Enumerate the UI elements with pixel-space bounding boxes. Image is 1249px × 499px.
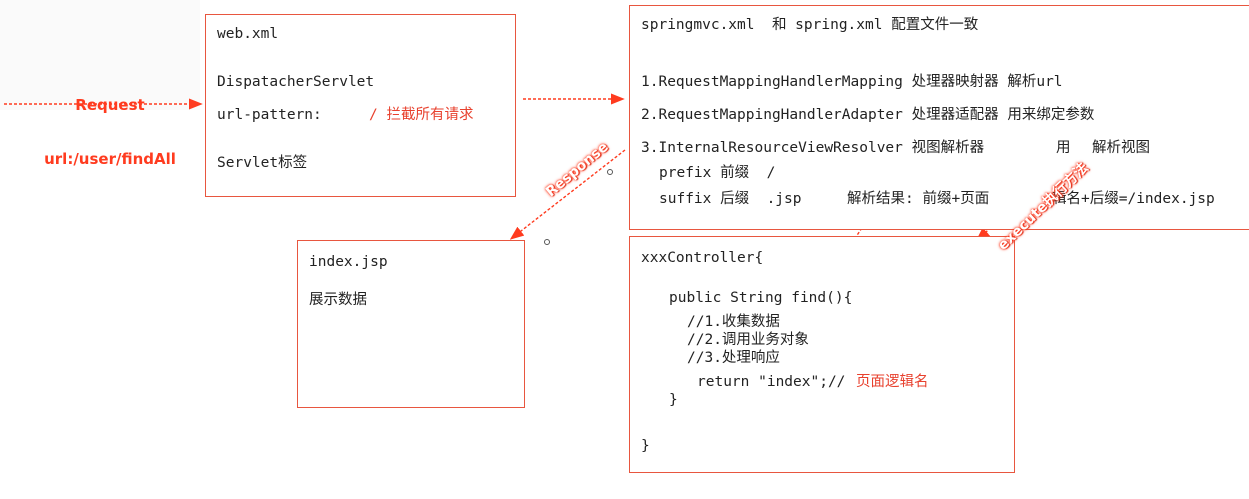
resolve-result-a: 解析结果: 前缀+页面 <box>847 191 990 207</box>
url-pattern-value: / 拦截所有请求 <box>369 107 474 123</box>
response-arrow <box>509 149 626 240</box>
request-label: Request url:/user/findAll <box>20 60 200 186</box>
web-xml-title: web.xml <box>217 26 279 42</box>
prefix-line: prefix 前缀 / <box>659 165 776 181</box>
web-xml-box: web.xml DispatacherServlet url-pattern: … <box>205 14 516 197</box>
method-close: } <box>669 392 678 408</box>
method-signature: public String find(){ <box>669 290 853 306</box>
dot-mark <box>544 239 550 245</box>
comment-respond: //3.处理响应 <box>687 350 780 366</box>
resolve-result-b: 辑名+后缀=/index.jsp <box>1052 191 1215 207</box>
suffix-line: suffix 后缀 .jsp <box>659 191 802 207</box>
controller-header: xxxController{ <box>641 250 764 266</box>
view-resolver-line: 3.InternalResourceViewResolver 视图解析器 <box>641 140 985 156</box>
dispatcher-servlet: DispatacherServlet <box>217 74 375 90</box>
request-label-line2: url:/user/findAll <box>44 150 176 168</box>
handler-mapping-line: 1.RequestMappingHandlerMapping 处理器映射器 解析… <box>641 74 1063 90</box>
springmvc-xml-box: springmvc.xml 和 spring.xml 配置文件一致 1.Requ… <box>629 5 1249 230</box>
controller-box: xxxController{ public String find(){ //1… <box>629 236 1015 473</box>
comment-invoke: //2.调用业务对象 <box>687 332 809 348</box>
index-jsp-title: index.jsp <box>309 254 388 270</box>
return-comment: 页面逻辑名 <box>856 374 929 390</box>
class-close: } <box>641 438 650 454</box>
servlet-tag: Servlet标签 <box>217 155 308 171</box>
dot-mark <box>607 169 613 175</box>
view-resolver-line-part: 用 <box>1056 140 1071 156</box>
handler-adapter-line: 2.RequestMappingHandlerAdapter 处理器适配器 用来… <box>641 107 1095 123</box>
request-label-line1: Request <box>75 96 145 114</box>
return-statement: return "index";// <box>697 374 846 390</box>
springmvc-title: springmvc.xml 和 spring.xml 配置文件一致 <box>641 17 979 33</box>
url-pattern-label: url-pattern: <box>217 107 322 123</box>
view-resolver-line-end: 解析视图 <box>1092 140 1150 156</box>
background-strip <box>0 0 200 110</box>
comment-collect: //1.收集数据 <box>687 314 780 330</box>
index-jsp-box: index.jsp 展示数据 <box>297 240 525 408</box>
index-jsp-content: 展示数据 <box>309 292 367 308</box>
